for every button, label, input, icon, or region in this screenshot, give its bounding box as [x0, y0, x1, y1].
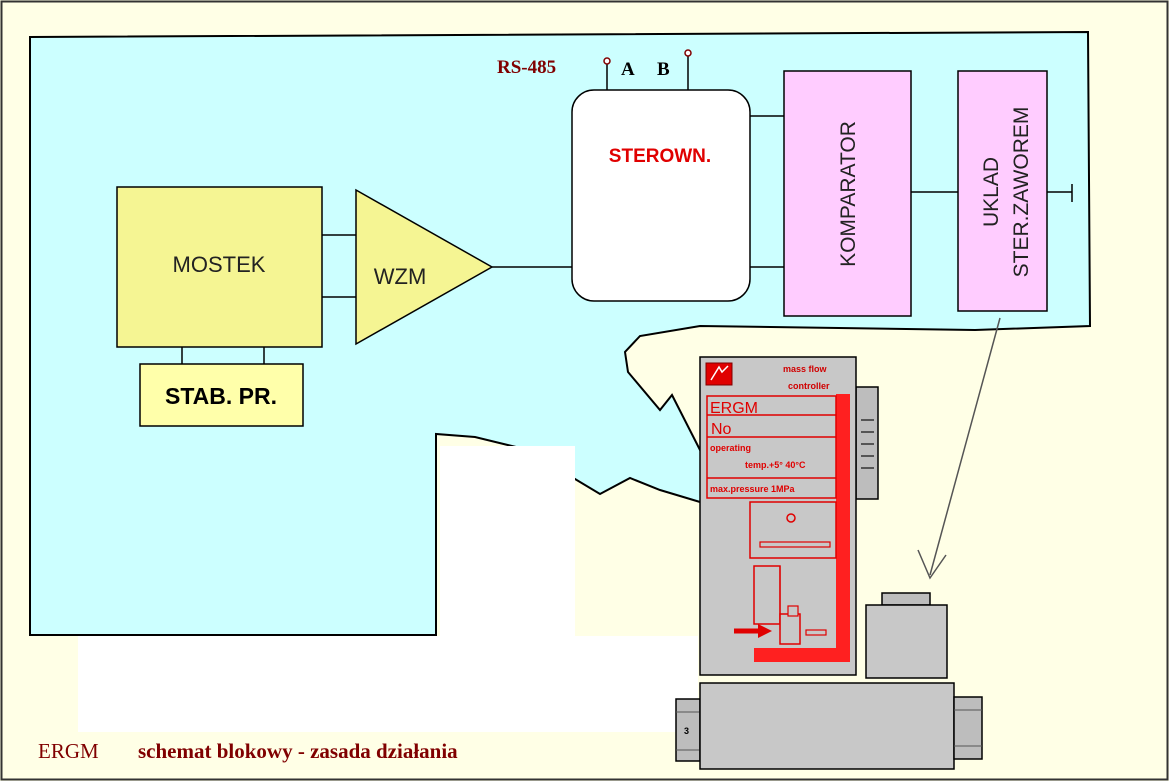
controller-label: STEROWN. [609, 146, 711, 167]
device-header-line1: mass flow [783, 364, 828, 374]
device-flow-arrow-head [758, 624, 772, 638]
white-patch [440, 446, 575, 638]
terminal-b-dot [684, 49, 692, 57]
base-fitting-left [675, 698, 701, 762]
device-slot [759, 541, 831, 548]
controller-block [571, 89, 751, 302]
stabilizer-label: STAB. PR. [165, 383, 277, 409]
bus-label: RS-485 [497, 57, 556, 78]
device-logo-mark [710, 365, 729, 381]
device-label-panel [706, 395, 837, 499]
bridge-label: MOSTEK [173, 252, 266, 277]
valve-head [865, 604, 948, 679]
device-window [749, 501, 837, 559]
device-indicator [786, 513, 796, 523]
valve-driver-block [957, 70, 1048, 312]
device-temp-line1: operating [710, 443, 751, 453]
white-patch [78, 636, 698, 732]
base-block [699, 682, 955, 770]
comparator-block [783, 70, 912, 317]
terminal-a-dot [603, 57, 611, 65]
terminal-a-label: A [621, 59, 635, 80]
valve-driver-label-line2: STER.ZAWOREM [1010, 107, 1033, 278]
device-header-line2: controller [788, 381, 830, 391]
valve-head-cap [881, 592, 931, 606]
comparator-label: KOMPARATOR [837, 121, 860, 267]
amplifier-block [355, 188, 494, 346]
base-fitting-label: 3 [684, 726, 689, 736]
caption-brand: ERGM [38, 739, 99, 763]
amplifier-label: WZM [374, 264, 427, 289]
device-red-stripe [754, 394, 850, 662]
device-valve-seat [779, 613, 801, 645]
bridge-block [116, 186, 323, 348]
device-number-label: No [711, 421, 732, 438]
device-flow-marker [805, 629, 827, 636]
terminal-b-label: B [657, 59, 670, 80]
wires [181, 56, 1073, 364]
device-temp-line2: temp.+5° 40°C [745, 460, 806, 470]
stabilizer-block [139, 363, 304, 427]
device-pressure: max.pressure 1MPa [710, 484, 796, 494]
device-model: ERGM [710, 400, 758, 417]
base-fitting-right [953, 696, 983, 760]
valve-arrow-head [917, 549, 947, 580]
device-valve-body [753, 565, 781, 625]
valve-driver-label-line1: UKLAD [980, 157, 1003, 227]
caption-text: schemat blokowy - zasada działania [138, 739, 458, 763]
device-valve-tip [787, 605, 799, 617]
valve-arrow [929, 317, 1001, 576]
